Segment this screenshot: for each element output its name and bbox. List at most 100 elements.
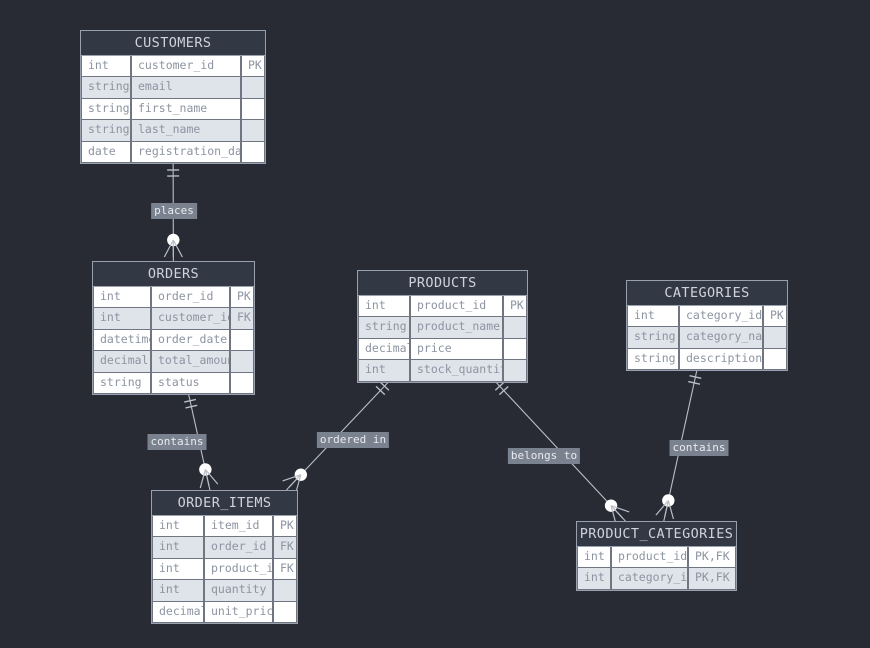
attribute-type: string: [358, 317, 410, 339]
attribute-name: customer_id: [131, 56, 241, 78]
attribute-type: string: [93, 372, 151, 394]
attribute-type: decimal: [152, 601, 204, 623]
relationship-label-belongs_to[interactable]: belongs to: [507, 448, 581, 464]
attribute-type: int: [577, 547, 611, 569]
relationship-label-ordered_in[interactable]: ordered in: [316, 432, 390, 448]
attribute-name: order_id: [204, 537, 273, 559]
attribute-name: description: [679, 348, 763, 371]
attribute-type: string: [81, 98, 131, 121]
attribute-name: product_id: [204, 558, 273, 581]
attribute-key: [241, 120, 265, 142]
entity-title: CUSTOMERS: [81, 31, 265, 56]
attribute-name: product_name: [410, 317, 503, 339]
attribute-name: order_date: [151, 329, 230, 352]
attribute-type: int: [577, 568, 611, 590]
attribute-type: int: [152, 537, 204, 559]
relationship-label-contains2[interactable]: contains: [669, 440, 729, 456]
attribute-key: [503, 360, 527, 382]
attribute-name: product_id: [410, 296, 503, 318]
attribute-type: string: [627, 327, 679, 349]
attribute-type: string: [627, 348, 679, 371]
attribute-key: [273, 580, 297, 602]
attribute-key: [230, 351, 254, 373]
attribute-key: [503, 317, 527, 339]
attribute-name: category_id: [611, 568, 688, 590]
attribute-name: quantity: [204, 580, 273, 602]
attribute-name: email: [131, 77, 241, 99]
attribute-type: string: [81, 120, 131, 142]
attribute-name: price: [410, 338, 503, 361]
attribute-name: category_name: [679, 327, 763, 349]
attribute-key: [763, 327, 787, 349]
relationship-label-places[interactable]: places: [151, 203, 197, 219]
attribute-type: string: [81, 77, 131, 99]
attribute-key: [230, 372, 254, 394]
attribute-type: int: [152, 580, 204, 602]
attribute-key: PK: [230, 287, 254, 309]
attribute-key: [241, 98, 265, 121]
attribute-type: decimal: [358, 338, 410, 361]
attribute-type: int: [152, 516, 204, 538]
attribute-type: int: [627, 306, 679, 328]
attribute-name: status: [151, 372, 230, 394]
attribute-key: PK: [763, 306, 787, 328]
attribute-key: FK: [273, 537, 297, 559]
entity-title: PRODUCT_CATEGORIES: [577, 522, 736, 547]
attribute-key: FK: [273, 558, 297, 581]
attribute-type: int: [93, 308, 151, 330]
attribute-type: int: [81, 56, 131, 78]
entity-title: PRODUCTS: [358, 271, 527, 296]
attribute-type: int: [358, 296, 410, 318]
attribute-name: order_id: [151, 287, 230, 309]
attribute-name: registration_date: [131, 141, 241, 163]
attribute-name: total_amount: [151, 351, 230, 373]
attribute-type: decimal: [93, 351, 151, 373]
relationship-label-contains1[interactable]: contains: [147, 434, 207, 450]
attribute-key: [763, 348, 787, 371]
attribute-key: [230, 329, 254, 352]
attribute-key: [503, 338, 527, 361]
attribute-type: date: [81, 141, 131, 163]
attribute-key: PK: [273, 516, 297, 538]
attribute-key: PK,FK: [688, 568, 736, 590]
entity-title: CATEGORIES: [627, 281, 787, 306]
entity-title: ORDER_ITEMS: [152, 491, 297, 516]
attribute-name: item_id: [204, 516, 273, 538]
attribute-name: customer_id: [151, 308, 230, 330]
attribute-name: unit_price: [204, 601, 273, 623]
attribute-name: category_id: [679, 306, 763, 328]
attribute-key: FK: [230, 308, 254, 330]
attribute-key: [241, 141, 265, 163]
